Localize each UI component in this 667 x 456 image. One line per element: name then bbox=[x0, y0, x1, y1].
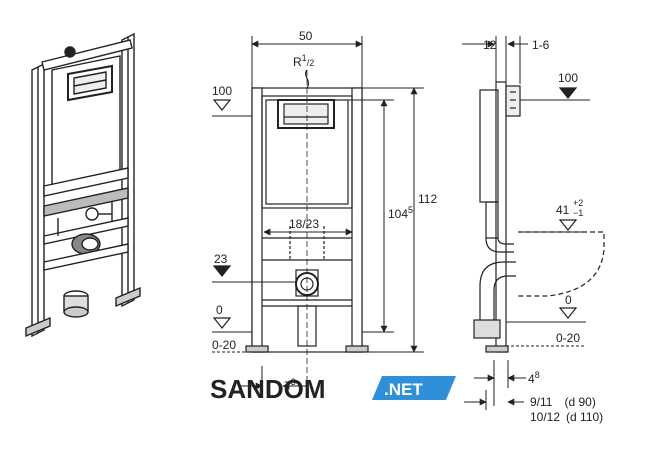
offset-label: 73 bbox=[284, 377, 296, 393]
front-level-markers bbox=[212, 99, 232, 329]
level-100-label: 100 bbox=[212, 84, 232, 98]
front-view-dimensions bbox=[212, 36, 424, 396]
watermark-brand: SANDOM bbox=[210, 374, 326, 404]
pipe-size-line1: 9/11(d 90) bbox=[530, 395, 596, 409]
level-0-side-label: 0 bbox=[565, 293, 572, 307]
front-view-drawing bbox=[245, 69, 369, 380]
level-41-label: 41 bbox=[556, 203, 570, 217]
bolt-spacing-label: 18/23 bbox=[289, 217, 319, 231]
level-adjust-side-label: 0-20 bbox=[556, 331, 580, 345]
width-label: 50 bbox=[299, 29, 313, 43]
level-41-tol-plus: +2 bbox=[573, 198, 583, 208]
height-inner-label: 1045 bbox=[388, 205, 413, 221]
level-23-label: 23 bbox=[214, 252, 228, 266]
front-view-labels: 50 R1/2 112 1045 18/23 100 23 0 0-20 73 bbox=[212, 29, 437, 393]
height-total-label: 112 bbox=[418, 192, 437, 206]
side-level-markers bbox=[558, 87, 578, 319]
frame-perspective-illustration bbox=[25, 32, 141, 338]
watermark-badge bbox=[372, 376, 456, 400]
level-adjust-label: 0-20 bbox=[212, 338, 236, 352]
supply-label: R1/2 bbox=[293, 53, 314, 69]
side-view-dimensions bbox=[462, 36, 590, 410]
depth-adjust-label: 1-6 bbox=[532, 38, 550, 52]
level-41-tol-minus: −1 bbox=[573, 208, 583, 218]
pipe-size-line2: 10/12(d 110) bbox=[530, 410, 603, 424]
offset-4-label: 48 bbox=[528, 370, 540, 386]
watermark-logo: SANDOM .NET bbox=[210, 374, 456, 404]
depth-top-label: 12 bbox=[483, 38, 497, 52]
side-view-drawing bbox=[473, 81, 605, 353]
side-view-labels: 12 1-6 100 41 +2 −1 0 0-20 48 9/11(d 90)… bbox=[483, 38, 603, 424]
level-100-side-label: 100 bbox=[558, 71, 578, 85]
watermark-domain: .NET bbox=[384, 380, 423, 399]
level-0-label: 0 bbox=[216, 303, 223, 317]
